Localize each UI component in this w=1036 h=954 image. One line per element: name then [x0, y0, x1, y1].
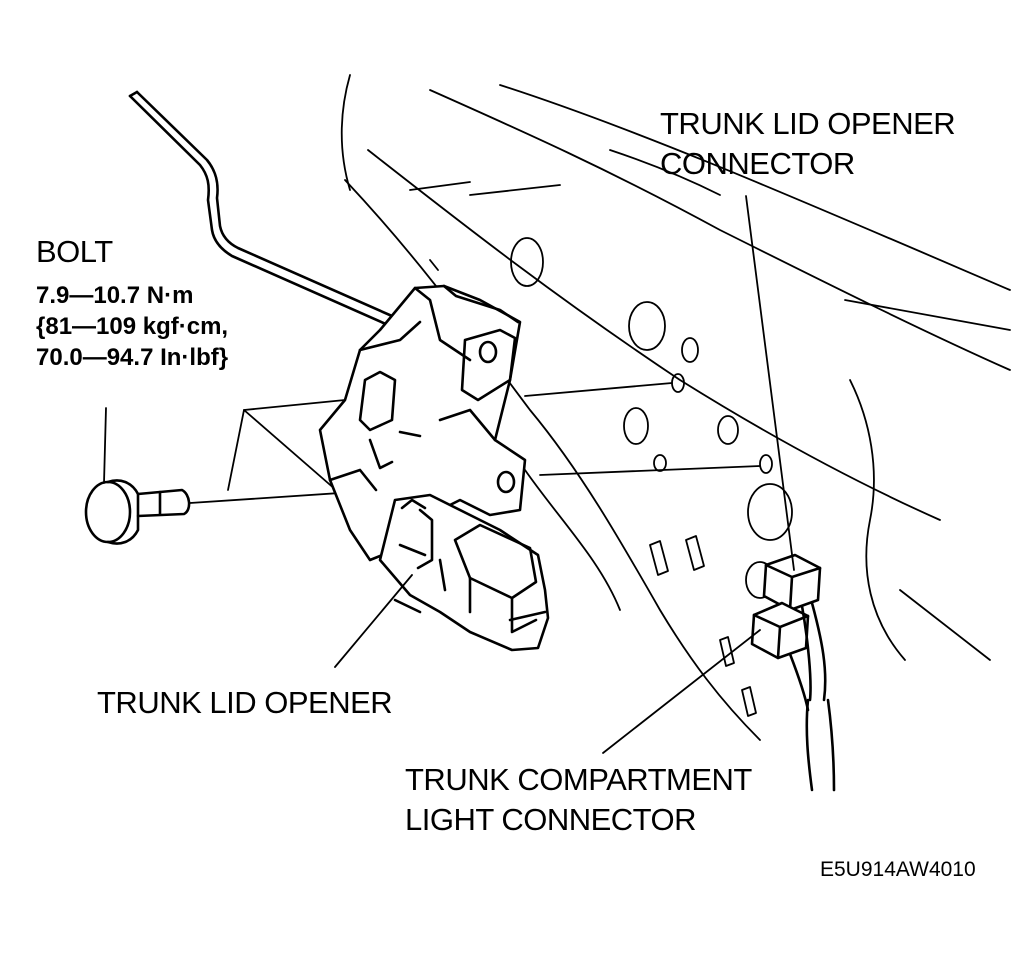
trunk-compartment-light-connector-part	[750, 601, 810, 660]
harness-wires	[788, 601, 836, 792]
bolt-label: BOLT	[36, 234, 113, 269]
bolt-torque-spec: 7.9—10.7 N·m {81—109 kgf·cm, 70.0—94.7 I…	[36, 282, 229, 371]
light-connector-label: TRUNK COMPARTMENT LIGHT CONNECTOR	[405, 762, 752, 837]
trunk-lid-opener-connector-part	[762, 553, 822, 612]
opener-connector-label: TRUNK LID OPENER CONNECTOR	[660, 106, 956, 181]
trunk-lid-opener-part	[318, 284, 550, 652]
trunk-body-panel	[340, 74, 1011, 741]
opener-label: TRUNK LID OPENER	[97, 685, 393, 720]
opener-rod	[128, 90, 394, 327]
figure-code: E5U914AW4010	[820, 858, 976, 881]
bolt-part	[84, 479, 191, 545]
leader-lines	[103, 195, 795, 754]
